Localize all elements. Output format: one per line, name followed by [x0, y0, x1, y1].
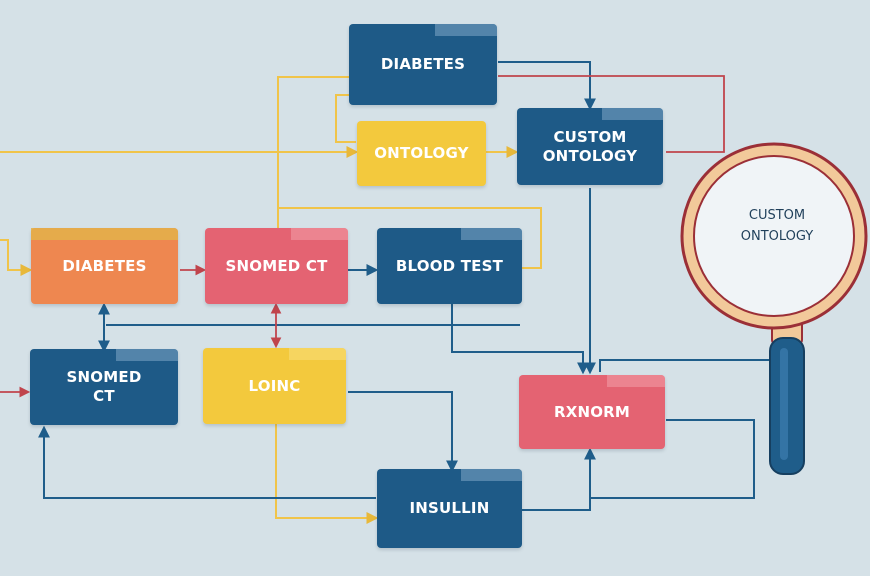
wire-glass-to-rxnorm	[599, 359, 770, 372]
wire-rxnorm-to-glass	[590, 419, 755, 499]
rxnorm-node[interactable]: RXNORM	[519, 375, 665, 449]
magnifier-icon	[680, 142, 868, 475]
node-tab	[461, 228, 522, 240]
wire-ontology-loop	[335, 94, 356, 143]
wire-diabetes-to-custom	[498, 61, 596, 111]
node-label: SNOMED CT	[66, 368, 142, 405]
wire-blood-to-rxnorm	[451, 304, 589, 375]
wire-diabetes-to-snomed	[277, 76, 352, 228]
snomed-ct-mid-node[interactable]: SNOMED CT	[205, 228, 348, 304]
node-tab	[288, 348, 346, 360]
node-label: INSULLIN	[409, 499, 490, 517]
insulin-node[interactable]: INSULLIN	[377, 469, 522, 548]
wire-left-to-diabetes	[0, 239, 33, 276]
magnifier-label: CUSTOM ONTOLOGY	[740, 208, 814, 244]
diabetes-top-node[interactable]: DIABETES	[349, 24, 497, 105]
diabetes-left-node[interactable]: DIABETES	[31, 228, 178, 304]
node-tab	[290, 228, 348, 240]
node-label: RXNORM	[553, 402, 631, 421]
ontology-node[interactable]: ONTOLOGY	[357, 121, 486, 186]
custom-ontology-node[interactable]: CUSTOM ONTOLOGY	[517, 108, 663, 185]
blood-test-node[interactable]: BLOOD TEST	[377, 228, 522, 304]
loinc-node[interactable]: LOINC	[203, 348, 346, 424]
node-tab	[31, 228, 178, 240]
wire-snomedct-to-insulin	[38, 425, 376, 499]
node-tab	[115, 349, 178, 361]
node-label: DIABETES	[380, 55, 466, 73]
node-label: DIABETES	[62, 256, 147, 275]
wire-diabetes-to-glass	[498, 75, 725, 153]
wire-loinc-to-insulin-blue	[348, 391, 458, 473]
snomed-ct-left-node[interactable]: SNOMED CT	[30, 349, 178, 425]
node-tab	[606, 375, 665, 387]
node-label: LOINC	[248, 376, 301, 395]
node-label: ONTOLOGY	[374, 144, 469, 162]
node-label: SNOMED CT	[225, 256, 328, 275]
wire-top-rail	[278, 207, 542, 269]
node-tab	[601, 108, 663, 120]
wire-insulin-to-rxnorm	[522, 447, 596, 511]
node-tab	[434, 24, 497, 36]
wire-loinc-to-insulin	[275, 424, 379, 524]
node-tab	[461, 469, 522, 481]
node-label: CUSTOM ONTOLOGY	[542, 127, 638, 165]
node-label: BLOOD TEST	[395, 256, 504, 275]
